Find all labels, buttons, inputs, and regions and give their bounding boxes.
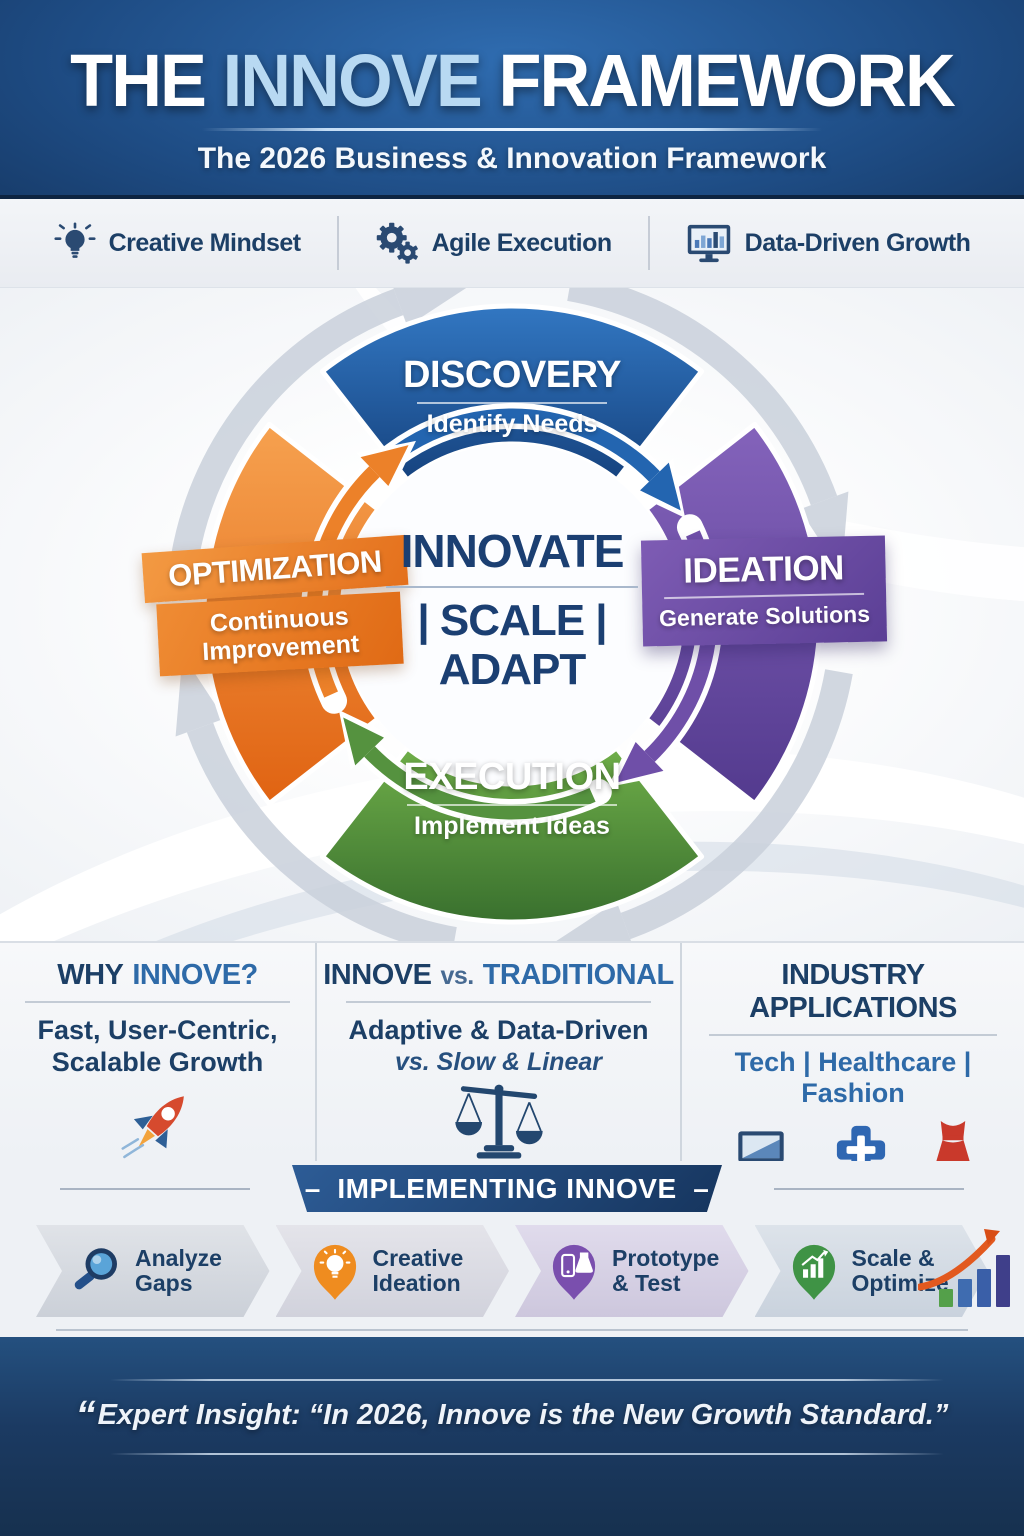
stage-ideation: IDEATION Generate Solutions — [640, 535, 888, 647]
stage-title: IDEATION — [682, 548, 845, 591]
title-post: FRAMEWORK — [480, 39, 955, 122]
lightbulb-icon — [54, 222, 96, 258]
growth-chart-pin-icon — [787, 1240, 841, 1302]
pillar-separator — [647, 216, 650, 270]
magnifier-icon — [68, 1243, 124, 1299]
rocket-icon-wrap — [0, 1083, 315, 1172]
stage-subtitle: Identify Needs — [426, 410, 598, 438]
step-line-1: Prototype — [612, 1245, 720, 1272]
dash: – — [693, 1173, 710, 1204]
cycle-section: DISCOVERY Identify Needs IDEATION Genera… — [0, 288, 1024, 941]
heading-accent: TRADITIONAL — [482, 959, 675, 991]
stage-title: EXECUTION — [403, 756, 621, 798]
pillars-row: Creative Mindset Agile Execution — [0, 199, 1024, 288]
column-body-secondary: vs. Slow & Linear — [394, 1048, 602, 1077]
heading-accent: INNOVE? — [132, 959, 258, 991]
bar-chart-icon — [939, 1255, 1010, 1307]
lightbulb-pin-icon — [308, 1240, 362, 1302]
step-line-2: & Test — [612, 1270, 681, 1296]
heading-main: INNOVE — [323, 959, 432, 991]
column-title: INNOVE vs. TRADITIONAL — [317, 959, 680, 992]
cycle-center-text: INNOVATE | SCALE | ADAPT — [362, 524, 662, 695]
stage-execution: EXECUTION Implement Ideas — [262, 756, 762, 841]
column-title: INDUSTRY APPLICATIONS — [749, 959, 957, 1024]
step-line-1: Scale & — [851, 1245, 935, 1272]
header-divider — [202, 128, 822, 131]
center-line-1: INNOVATE — [400, 525, 625, 577]
column-body: Fast, User-Centric,Scalable Growth — [0, 1014, 315, 1079]
banner-side-line — [60, 1188, 250, 1190]
stage-subtitle: Generate Solutions — [658, 600, 871, 632]
center-line-2: | SCALE | — [417, 596, 607, 645]
stage-divider — [417, 402, 607, 404]
stage-subtitle: Implement Ideas — [414, 812, 610, 840]
pillar-label: Data-Driven Growth — [744, 228, 971, 257]
pillar-separator — [336, 216, 339, 270]
column-body: Tech | Healthcare | Fashion — [734, 1047, 972, 1108]
banner-side-line — [774, 1188, 964, 1190]
quote-text: Expert Insight: “In 2026, Innove is the … — [97, 1399, 949, 1431]
title-highlight: INNOVE — [222, 39, 483, 122]
pillar-data-driven-growth: Data-Driven Growth — [686, 223, 971, 264]
prototype-pin-icon — [547, 1240, 601, 1302]
step-prototype-test: Prototype& Test — [515, 1225, 749, 1317]
dash: – — [304, 1173, 321, 1204]
pillar-agile-execution: Agile Execution — [375, 221, 612, 265]
center-line-3: ADAPT — [438, 645, 587, 695]
growth-trend-chart — [918, 1225, 1010, 1317]
scales-icon — [454, 1084, 543, 1159]
column-divider — [25, 1001, 290, 1003]
growth-arrow-icon — [918, 1229, 1000, 1291]
step-line-2: Ideation — [372, 1270, 461, 1296]
title-pre: THE — [70, 39, 223, 122]
monitor-chart-icon — [687, 224, 730, 262]
column-divider — [709, 1034, 997, 1036]
body-line-2: Scalable Growth — [51, 1047, 264, 1078]
header-banner: THE INNOVE FRAMEWORK The 2026 Business &… — [0, 0, 1024, 199]
expert-insight-quote: “Expert Insight: “In 2026, Innove is the… — [0, 1393, 1024, 1438]
step-line-1: Creative — [372, 1245, 464, 1272]
heading-mid: vs. — [440, 962, 474, 990]
scales-icon-wrap — [317, 1081, 680, 1168]
pillar-label: Agile Execution — [431, 228, 613, 257]
step-line-2: Gaps — [135, 1270, 193, 1296]
footer-bottom-line — [110, 1453, 944, 1455]
step-line-1: Analyze — [135, 1245, 222, 1272]
stage-divider — [664, 592, 865, 600]
gears-icon — [376, 222, 418, 264]
stage-discovery: DISCOVERY Identify Needs — [262, 354, 762, 439]
pillar-creative-mindset: Creative Mindset — [54, 222, 301, 264]
heading-main: WHY — [57, 959, 124, 991]
stage-divider — [407, 804, 617, 806]
steps-underline — [0, 1323, 1024, 1337]
banner-label: IMPLEMENTING INNOVE — [337, 1173, 677, 1204]
stage-title: DISCOVERY — [403, 354, 621, 396]
body-line-1: Fast, User-Centric, — [37, 1015, 278, 1045]
column-body-primary: Adaptive & Data-Driven — [348, 1015, 649, 1045]
implementation-header: – IMPLEMENTING INNOVE – — [0, 1161, 1024, 1219]
column-innove-vs-traditional: INNOVE vs. TRADITIONAL Adaptive & Data-Dri… — [315, 943, 680, 1177]
implementing-banner: – IMPLEMENTING INNOVE – — [292, 1165, 722, 1212]
rocket-icon — [120, 1096, 184, 1158]
lead-quote-mark: “ — [75, 1393, 96, 1437]
step-label: Prototype& Test — [612, 1246, 719, 1296]
column-industry-applications: INDUSTRY APPLICATIONS Tech | Healthcare … — [680, 943, 1024, 1177]
center-divider — [386, 586, 638, 588]
pillar-label: Creative Mindset — [108, 228, 302, 257]
footer-top-line — [110, 1379, 944, 1381]
page-subtitle: The 2026 Business & Innovation Framework — [197, 142, 827, 175]
page-title: THE INNOVE FRAMEWORK — [26, 38, 999, 123]
footer-banner: “Expert Insight: “In 2026, Innove is the… — [0, 1337, 1024, 1536]
column-divider — [346, 1001, 651, 1003]
